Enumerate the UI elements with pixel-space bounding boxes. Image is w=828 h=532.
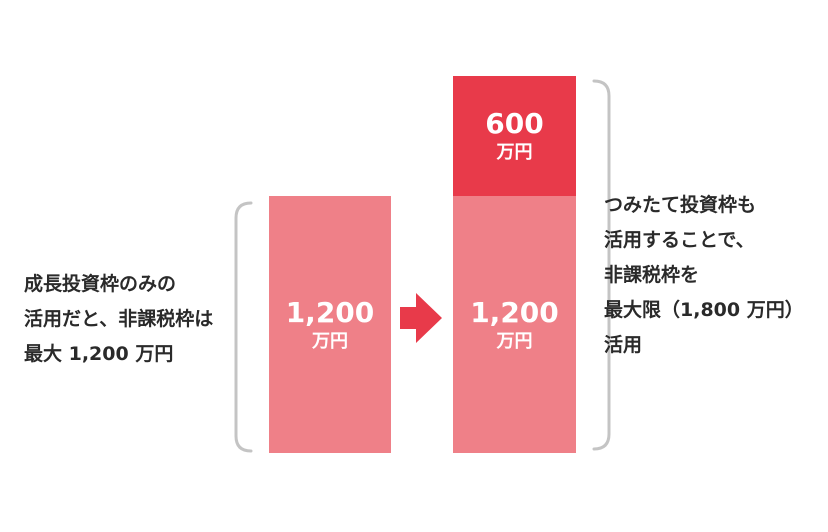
right-arrow-icon xyxy=(400,293,442,343)
right-note-line: 非課税枠を xyxy=(604,264,700,286)
right-bar-top-segment: 600 万円 xyxy=(453,76,576,196)
right-bar-base-amount: 1,200 xyxy=(470,295,559,329)
left-bar: 1,200 万円 xyxy=(269,196,391,453)
left-note: 成長投資枠のみの 活用だと、非課税枠は 最大 1,200 万円 xyxy=(24,267,213,372)
left-note-line: 活用だと、非課税枠は xyxy=(24,308,214,330)
left-bar-unit: 万円 xyxy=(312,330,348,352)
right-bar-base-segment: 1,200 万円 xyxy=(453,196,576,453)
left-note-line: 最大 1,200 万円 xyxy=(24,343,174,365)
right-note: つみたて投資枠も 活用することで、 非課税枠を 最大限（1,800 万円） 活用 xyxy=(604,188,804,363)
left-bar-amount: 1,200 xyxy=(285,295,375,329)
right-bracket xyxy=(592,79,611,451)
right-note-line: 活用 xyxy=(604,334,643,356)
right-note-line: つみたて投資枠も xyxy=(604,194,757,216)
right-bar-base-unit: 万円 xyxy=(496,330,533,352)
right-note-line: 最大限（1,800 万円） xyxy=(604,299,804,321)
left-bracket xyxy=(234,201,253,453)
right-bar-top-unit: 万円 xyxy=(496,142,533,163)
right-bar-top-amount: 600 xyxy=(485,107,544,140)
right-note-line: 活用することで、 xyxy=(604,229,755,251)
left-note-line: 成長投資枠のみの xyxy=(24,273,177,295)
